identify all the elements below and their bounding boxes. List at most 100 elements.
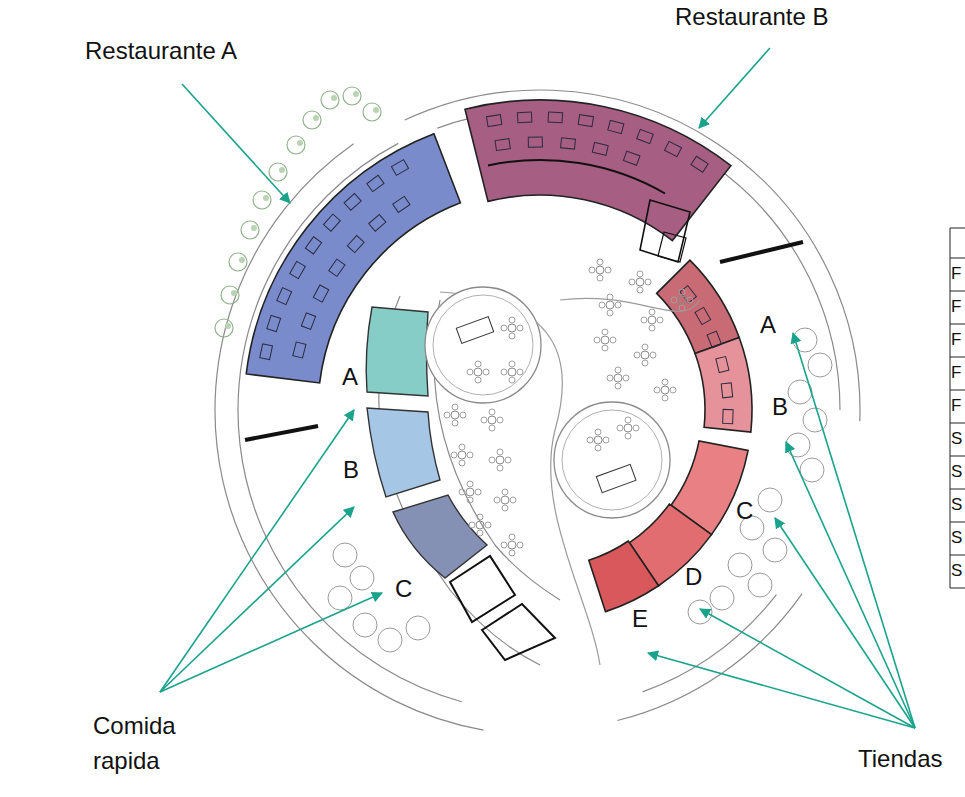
tree-symbol xyxy=(231,290,237,296)
table-cluster xyxy=(458,451,466,459)
table-rule xyxy=(950,291,965,292)
chair-symbol xyxy=(467,497,473,503)
tree-symbol xyxy=(297,140,303,146)
tree-symbol xyxy=(221,286,239,304)
table-symbol xyxy=(305,237,321,254)
tree-symbol xyxy=(688,600,712,624)
chair-symbol xyxy=(502,505,508,511)
table-cluster xyxy=(496,456,504,464)
leader-line xyxy=(700,609,915,728)
plaza-outline xyxy=(560,298,700,311)
table-cluster xyxy=(678,296,686,304)
tree-symbol xyxy=(241,221,259,239)
table-cell: S xyxy=(951,462,962,482)
chair-symbol xyxy=(509,361,515,367)
wall xyxy=(245,426,318,440)
storage-box xyxy=(482,604,555,660)
table-cluster xyxy=(508,368,516,376)
chair-symbol xyxy=(517,325,523,331)
table-cluster xyxy=(606,301,614,309)
chair-symbol xyxy=(509,534,515,540)
chair-symbol xyxy=(641,317,647,323)
chair-symbol xyxy=(517,369,523,375)
table-cluster xyxy=(601,336,609,344)
unit-letter: B xyxy=(343,456,359,484)
chair-symbol xyxy=(649,309,655,315)
chair-symbol xyxy=(615,367,621,373)
table-cluster xyxy=(508,324,516,332)
tree-symbol xyxy=(328,586,352,610)
table-cell: S xyxy=(951,561,962,581)
table-symbol xyxy=(495,139,510,151)
tree-symbol xyxy=(263,195,269,201)
table-cluster xyxy=(614,374,622,382)
table-cluster xyxy=(624,424,632,432)
service-box xyxy=(658,232,686,262)
table-symbol xyxy=(486,115,501,127)
leader-line xyxy=(775,518,915,728)
table-cell: F xyxy=(951,264,961,284)
chair-symbol xyxy=(510,497,516,503)
tree-symbol xyxy=(800,458,824,482)
tree-symbol xyxy=(287,136,305,154)
chair-symbol xyxy=(670,387,676,393)
group-label: Tiendas xyxy=(858,745,943,773)
table-cluster xyxy=(508,541,516,549)
chair-symbol xyxy=(649,325,655,331)
chair-symbol xyxy=(633,425,639,431)
kiosk-circle xyxy=(425,287,541,403)
table-symbol xyxy=(707,331,722,348)
tree-symbol xyxy=(406,616,430,640)
chair-symbol xyxy=(634,352,640,358)
chair-symbol xyxy=(625,417,631,423)
chair-symbol xyxy=(625,433,631,439)
chair-symbol xyxy=(629,279,635,285)
chair-symbol xyxy=(489,409,495,415)
table-cluster xyxy=(466,488,474,496)
tree-symbol xyxy=(793,328,817,352)
chair-symbol xyxy=(595,429,601,435)
chair-symbol xyxy=(645,279,651,285)
unit-letter: C xyxy=(395,575,412,603)
tree-symbol xyxy=(758,488,782,512)
unit-letter: A xyxy=(342,363,358,391)
chair-symbol xyxy=(501,325,507,331)
chair-symbol xyxy=(617,425,623,431)
table-rule xyxy=(950,228,951,588)
table-symbol xyxy=(716,357,729,373)
table-symbol xyxy=(623,151,640,165)
group-label: Comida rapida xyxy=(93,708,213,778)
table-rule xyxy=(950,555,965,556)
tree-symbol xyxy=(229,253,247,271)
chair-symbol xyxy=(662,379,668,385)
chair-symbol xyxy=(509,317,515,323)
kiosk-circle xyxy=(562,410,662,510)
table-cluster xyxy=(661,386,669,394)
storage-box xyxy=(450,556,515,622)
chair-symbol xyxy=(509,333,515,339)
tree-symbol xyxy=(269,163,287,181)
tree-symbol xyxy=(321,91,339,109)
chair-symbol xyxy=(489,425,495,431)
tree-symbol xyxy=(343,87,361,105)
table-cluster xyxy=(641,351,649,359)
table-cluster xyxy=(488,416,496,424)
chair-symbol xyxy=(603,437,609,443)
chair-symbol xyxy=(623,375,629,381)
tree-symbol xyxy=(763,538,787,562)
leader-line xyxy=(160,593,382,692)
tree-symbol xyxy=(728,553,752,577)
unit-letter: D xyxy=(685,563,702,591)
chair-symbol xyxy=(602,329,608,335)
table-symbol xyxy=(391,160,408,176)
chair-symbol xyxy=(679,305,685,311)
table-symbol xyxy=(260,344,273,360)
tree-symbol xyxy=(363,103,381,121)
shop-area xyxy=(657,260,740,353)
table-symbol xyxy=(680,286,696,303)
table-cluster xyxy=(501,496,509,504)
chair-symbol xyxy=(637,287,643,293)
chair-symbol xyxy=(459,460,465,466)
kiosk-circle xyxy=(433,295,533,395)
partition-line xyxy=(488,160,665,193)
